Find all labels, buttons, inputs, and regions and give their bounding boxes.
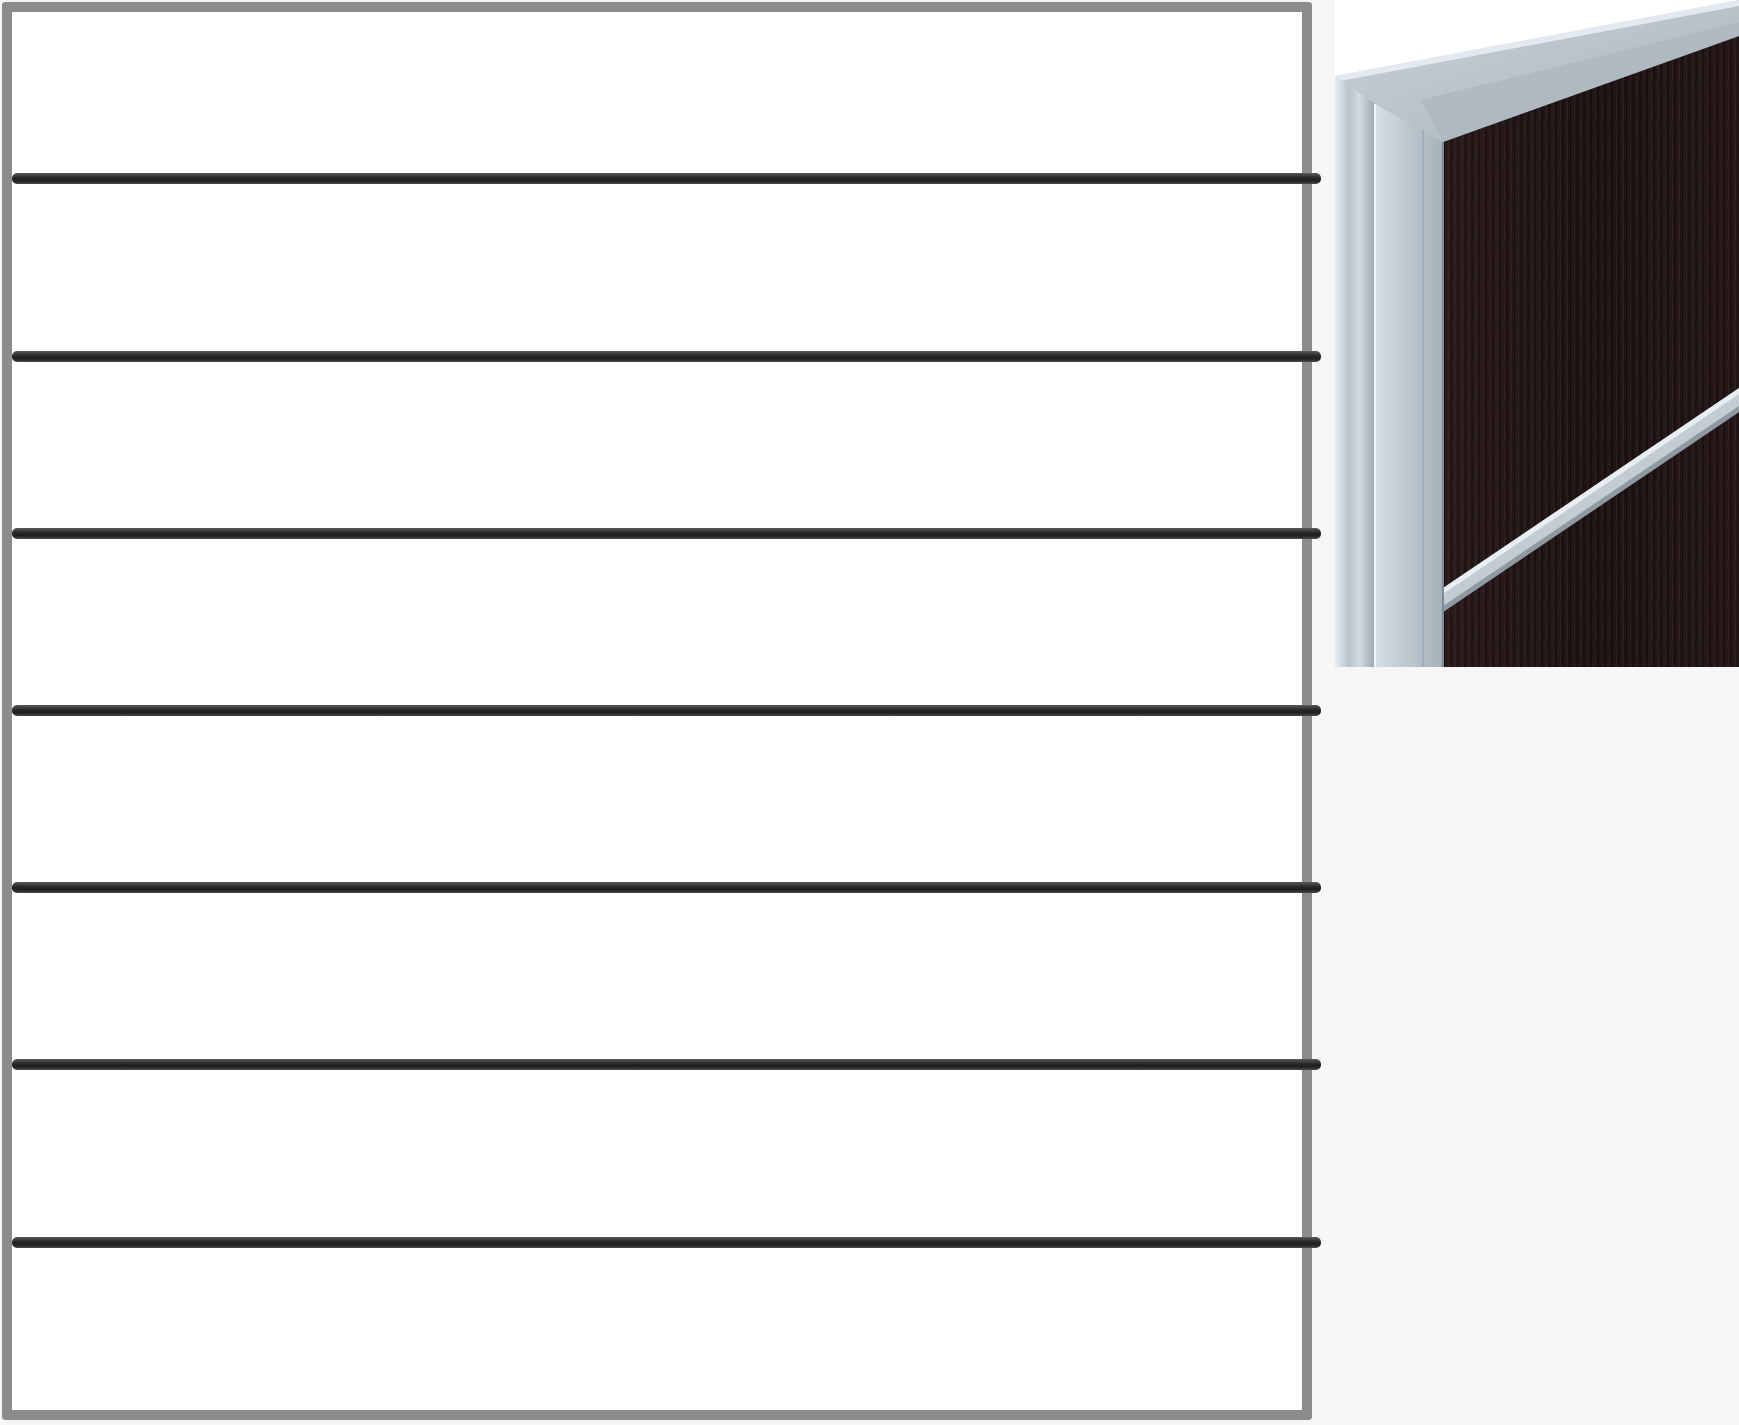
- panel-slot: [12, 351, 1321, 362]
- panel-slot: [12, 1237, 1321, 1248]
- panel-slot: [12, 173, 1321, 184]
- corner-detail-illustration: [1335, 0, 1739, 667]
- panel-slot: [12, 528, 1321, 539]
- panel-slot: [12, 882, 1321, 893]
- panel-slot: [12, 1059, 1321, 1070]
- slatwall-panel: [2, 2, 1321, 1420]
- corner-detail-photo: [1335, 0, 1739, 667]
- panel-slot: [12, 705, 1321, 716]
